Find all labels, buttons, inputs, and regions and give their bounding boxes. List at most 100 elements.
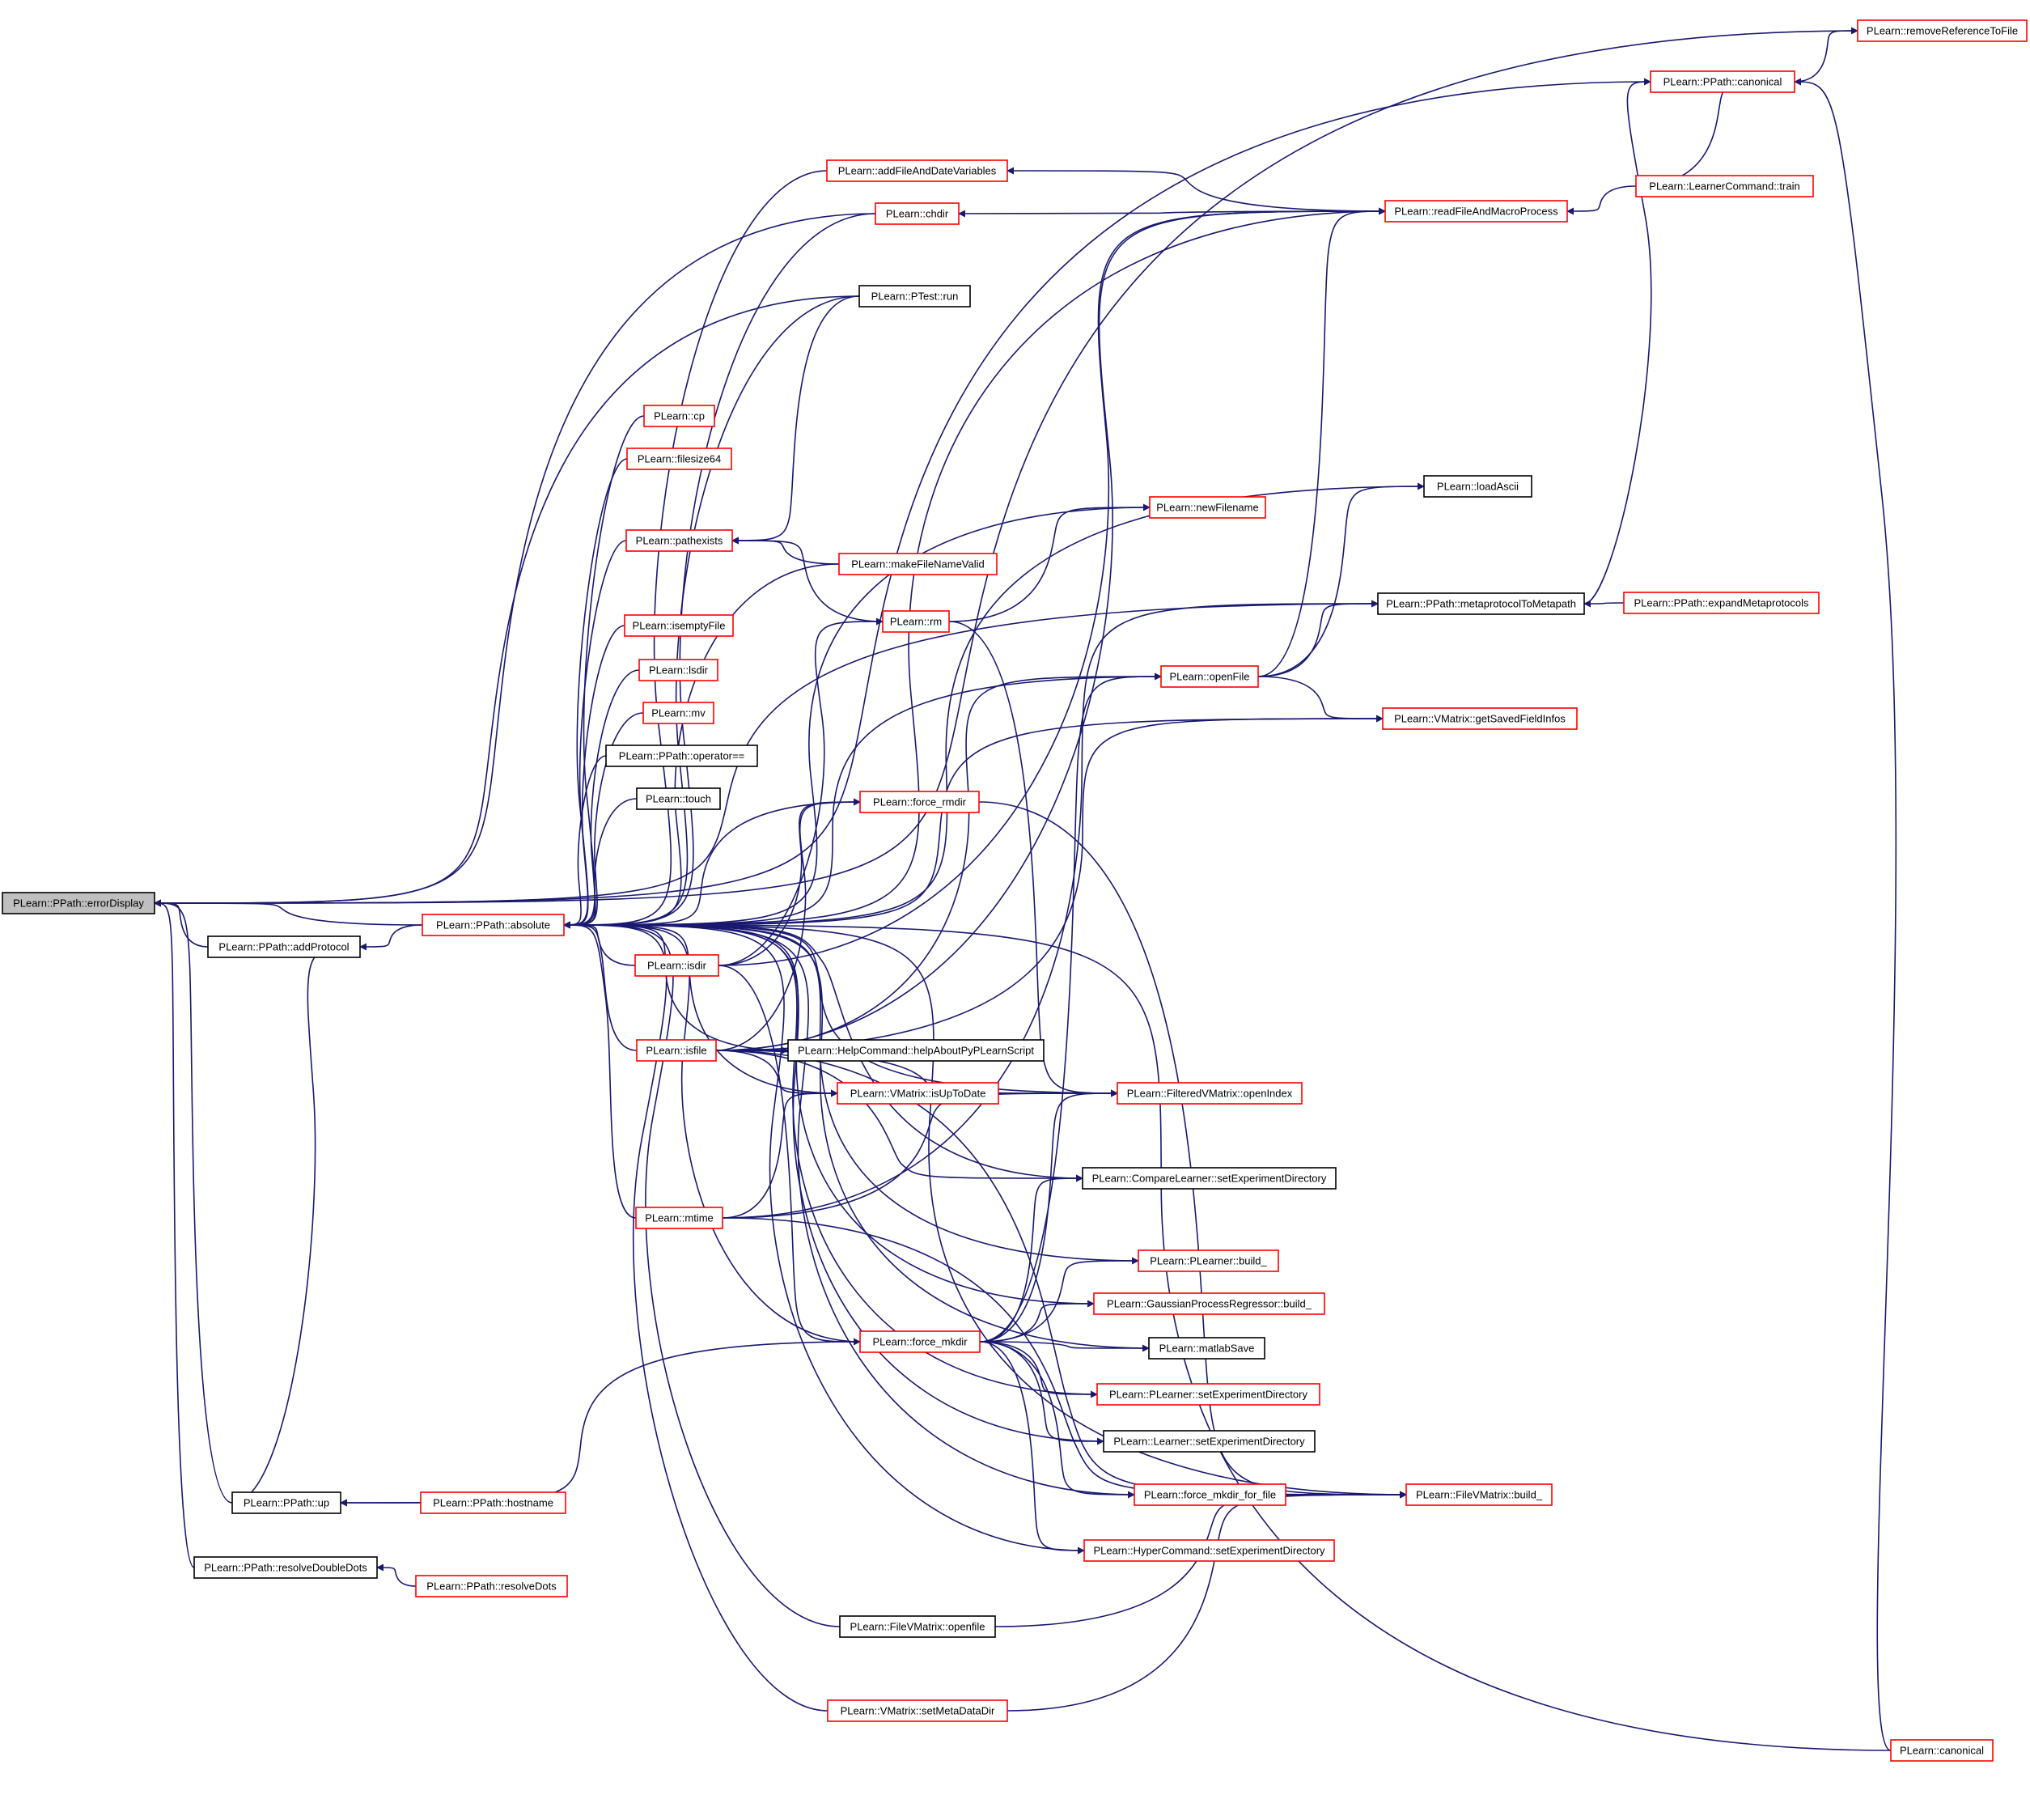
call-edge-newFilename-to-absolute bbox=[563, 507, 1151, 929]
node-mv[interactable]: PLearn::mv bbox=[642, 702, 714, 724]
node-label: PLearn::PPath::absolute bbox=[436, 918, 550, 931]
node-metaToMeta[interactable]: PLearn::PPath::metaprotocolToMetapath bbox=[1377, 592, 1585, 615]
node-hostname[interactable]: PLearn::PPath::hostname bbox=[420, 1491, 566, 1514]
node-isemptyFile[interactable]: PLearn::isemptyFile bbox=[624, 614, 734, 637]
call-edge-fileVMatOpenfile-to-absolute bbox=[563, 921, 841, 1627]
node-ppathCanonical[interactable]: PLearn::PPath::canonical bbox=[1650, 70, 1795, 93]
node-filesize64[interactable]: PLearn::filesize64 bbox=[626, 448, 732, 470]
node-label: PLearn::PPath::expandMetaprotocols bbox=[1634, 596, 1809, 609]
node-box bbox=[1635, 175, 1814, 197]
node-hyperSetExp[interactable]: PLearn::HyperCommand::setExperimentDirec… bbox=[1083, 1539, 1335, 1562]
node-plearnerSetExp[interactable]: PLearn::PLearner::setExperimentDirectory bbox=[1096, 1383, 1320, 1406]
node-makeFileNameValid[interactable]: PLearn::makeFileNameValid bbox=[838, 553, 998, 575]
call-edge-isfile-to-readFileAndMacro bbox=[715, 207, 1386, 1051]
node-box bbox=[1423, 475, 1532, 498]
node-label: PLearn::PPath::hostname bbox=[433, 1496, 553, 1508]
node-cp[interactable]: PLearn::cp bbox=[643, 405, 715, 427]
node-label: PLearn::mv bbox=[651, 706, 706, 719]
node-learnerCmdTrain[interactable]: PLearn::LearnerCommand::train bbox=[1635, 175, 1814, 197]
node-isdir[interactable]: PLearn::isdir bbox=[634, 954, 719, 977]
node-label: PLearn::filesize64 bbox=[638, 452, 721, 465]
node-isfile[interactable]: PLearn::isfile bbox=[636, 1039, 717, 1062]
node-setMetaDataDir[interactable]: PLearn::VMatrix::setMetaDataDir bbox=[827, 1699, 1008, 1722]
call-edge-lsdir-to-absolute bbox=[563, 669, 640, 929]
node-lsdir[interactable]: PLearn::lsdir bbox=[638, 659, 718, 681]
node-box bbox=[1160, 665, 1259, 688]
node-label: PLearn::VMatrix::setMetaDataDir bbox=[841, 1704, 995, 1716]
node-mtime[interactable]: PLearn::mtime bbox=[635, 1207, 723, 1229]
node-box bbox=[1382, 707, 1578, 730]
node-newFilename[interactable]: PLearn::newFilename bbox=[1149, 496, 1266, 519]
call-edge-forceMkdir-to-forceMkdirForFile bbox=[979, 1341, 1135, 1499]
node-resolveDoubleDots[interactable]: PLearn::PPath::resolveDoubleDots bbox=[193, 1556, 378, 1579]
node-getSavedFieldInfos[interactable]: PLearn::VMatrix::getSavedFieldInfos bbox=[1382, 707, 1578, 730]
node-forceRmdir[interactable]: PLearn::force_rmdir bbox=[859, 791, 980, 813]
node-gaussianBuild[interactable]: PLearn::GaussianProcessRegressor::build_ bbox=[1093, 1292, 1325, 1315]
node-up[interactable]: PLearn::PPath::up bbox=[231, 1491, 341, 1514]
node-chdir[interactable]: PLearn::chdir bbox=[875, 202, 960, 225]
node-box bbox=[1384, 200, 1568, 223]
node-label: PLearn::PPath::metaprotocolToMetapath bbox=[1386, 597, 1576, 609]
node-plearnerBuild[interactable]: PLearn::PLearner::build_ bbox=[1138, 1249, 1279, 1272]
node-touch[interactable]: PLearn::touch bbox=[636, 787, 721, 810]
node-addProtocol[interactable]: PLearn::PPath::addProtocol bbox=[207, 935, 361, 958]
node-learnerSetExp[interactable]: PLearn::Learner::setExperimentDirectory bbox=[1103, 1430, 1316, 1453]
node-label: PLearn::canonical bbox=[1900, 1744, 1984, 1756]
node-errorDisplay[interactable]: PLearn::PPath::errorDisplay bbox=[2, 892, 155, 914]
node-pathexists[interactable]: PLearn::pathexists bbox=[625, 529, 733, 552]
node-matlabSave[interactable]: PLearn::matlabSave bbox=[1148, 1337, 1265, 1360]
node-helpAbout[interactable]: PLearn::HelpCommand::helpAboutPyPLearnSc… bbox=[787, 1039, 1045, 1062]
node-filteredOpenIndex[interactable]: PLearn::FilteredVMatrix::openIndex bbox=[1117, 1082, 1303, 1105]
node-isUpToDate[interactable]: PLearn::VMatrix::isUpToDate bbox=[837, 1082, 999, 1105]
call-edge-canonical-to-absolute bbox=[563, 921, 1892, 1751]
node-box bbox=[1138, 1249, 1279, 1272]
node-readFileAndMacro[interactable]: PLearn::readFileAndMacroProcess bbox=[1384, 200, 1568, 223]
call-edge-ppathCanonical-to-removeRef bbox=[1794, 27, 1858, 83]
call-edge-gaussianBuild-to-absolute bbox=[563, 921, 1095, 1305]
node-expandMeta[interactable]: PLearn::PPath::expandMetaprotocols bbox=[1623, 592, 1820, 614]
node-box bbox=[422, 914, 565, 936]
call-edge-learnerSetExp-to-absolute bbox=[563, 921, 1104, 1442]
call-edge-isdir-to-forceMkdir bbox=[718, 965, 861, 1346]
node-operatorEq[interactable]: PLearn::PPath::operator== bbox=[605, 745, 758, 767]
node-box bbox=[839, 1615, 996, 1638]
node-absolute[interactable]: PLearn::PPath::absolute bbox=[422, 914, 565, 936]
call-edge-openFile-to-loadAscii bbox=[1257, 482, 1425, 677]
call-edge-operatorEq-to-absolute bbox=[563, 755, 607, 929]
node-box bbox=[634, 954, 719, 977]
node-label: PLearn::PPath::up bbox=[244, 1496, 329, 1508]
call-edge-addProtocol-to-errorDisplay bbox=[154, 899, 209, 948]
call-edge-ppathCanonical-to-errorDisplay bbox=[154, 81, 1651, 907]
call-edge-isdir-to-forceRmdir bbox=[718, 798, 861, 966]
node-label: PLearn::PLearner::build_ bbox=[1150, 1254, 1267, 1266]
call-edge-ptestRun-to-pathexists bbox=[731, 295, 860, 545]
node-compareLearner[interactable]: PLearn::CompareLearner::setExperimentDir… bbox=[1082, 1167, 1337, 1190]
call-edge-filesize64-to-absolute bbox=[563, 458, 628, 929]
node-ptestRun[interactable]: PLearn::PTest::run bbox=[858, 285, 971, 308]
call-edge-getSavedFieldInfos-to-absolute bbox=[563, 718, 1384, 929]
node-box bbox=[193, 1556, 378, 1579]
node-fileVMatOpenfile[interactable]: PLearn::FileVMatrix::openfile bbox=[839, 1615, 996, 1638]
node-loadAscii[interactable]: PLearn::loadAscii bbox=[1423, 475, 1532, 498]
node-label: PLearn::FileVMatrix::build_ bbox=[1416, 1488, 1543, 1500]
node-openFile[interactable]: PLearn::openFile bbox=[1160, 665, 1259, 688]
node-forceMkdirForFile[interactable]: PLearn::force_mkdir_for_file bbox=[1134, 1483, 1286, 1506]
node-label: PLearn::force_mkdir_for_file bbox=[1144, 1488, 1276, 1500]
node-label: PLearn::PPath::operator== bbox=[619, 749, 744, 762]
node-box bbox=[1083, 1539, 1335, 1562]
node-removeRef[interactable]: PLearn::removeReferenceToFile bbox=[1857, 19, 2028, 42]
node-rm[interactable]: PLearn::rm bbox=[882, 610, 950, 633]
node-addFileAndDateVariables[interactable]: PLearn::addFileAndDateVariables bbox=[826, 159, 1008, 182]
call-edge-matlabSave-to-absolute bbox=[563, 921, 1150, 1349]
node-canonical[interactable]: PLearn::canonical bbox=[1890, 1739, 1994, 1762]
call-edge-forceMkdir-to-compareLearner bbox=[979, 1174, 1083, 1343]
call-edge-openFile-to-readFileAndMacro bbox=[1257, 207, 1386, 677]
node-resolveDots[interactable]: PLearn::PPath::resolveDots bbox=[415, 1575, 568, 1597]
node-label: PLearn::addFileAndDateVariables bbox=[838, 164, 997, 176]
node-forceMkdir[interactable]: PLearn::force_mkdir bbox=[859, 1330, 981, 1353]
call-edge-learnerCmdTrain-to-ppathCanonical bbox=[1635, 78, 1795, 187]
node-box bbox=[837, 1082, 999, 1105]
call-edge-isfile-to-forceRmdir bbox=[715, 798, 861, 1051]
node-fileVMatBuild[interactable]: PLearn::FileVMatrix::build_ bbox=[1405, 1483, 1553, 1506]
